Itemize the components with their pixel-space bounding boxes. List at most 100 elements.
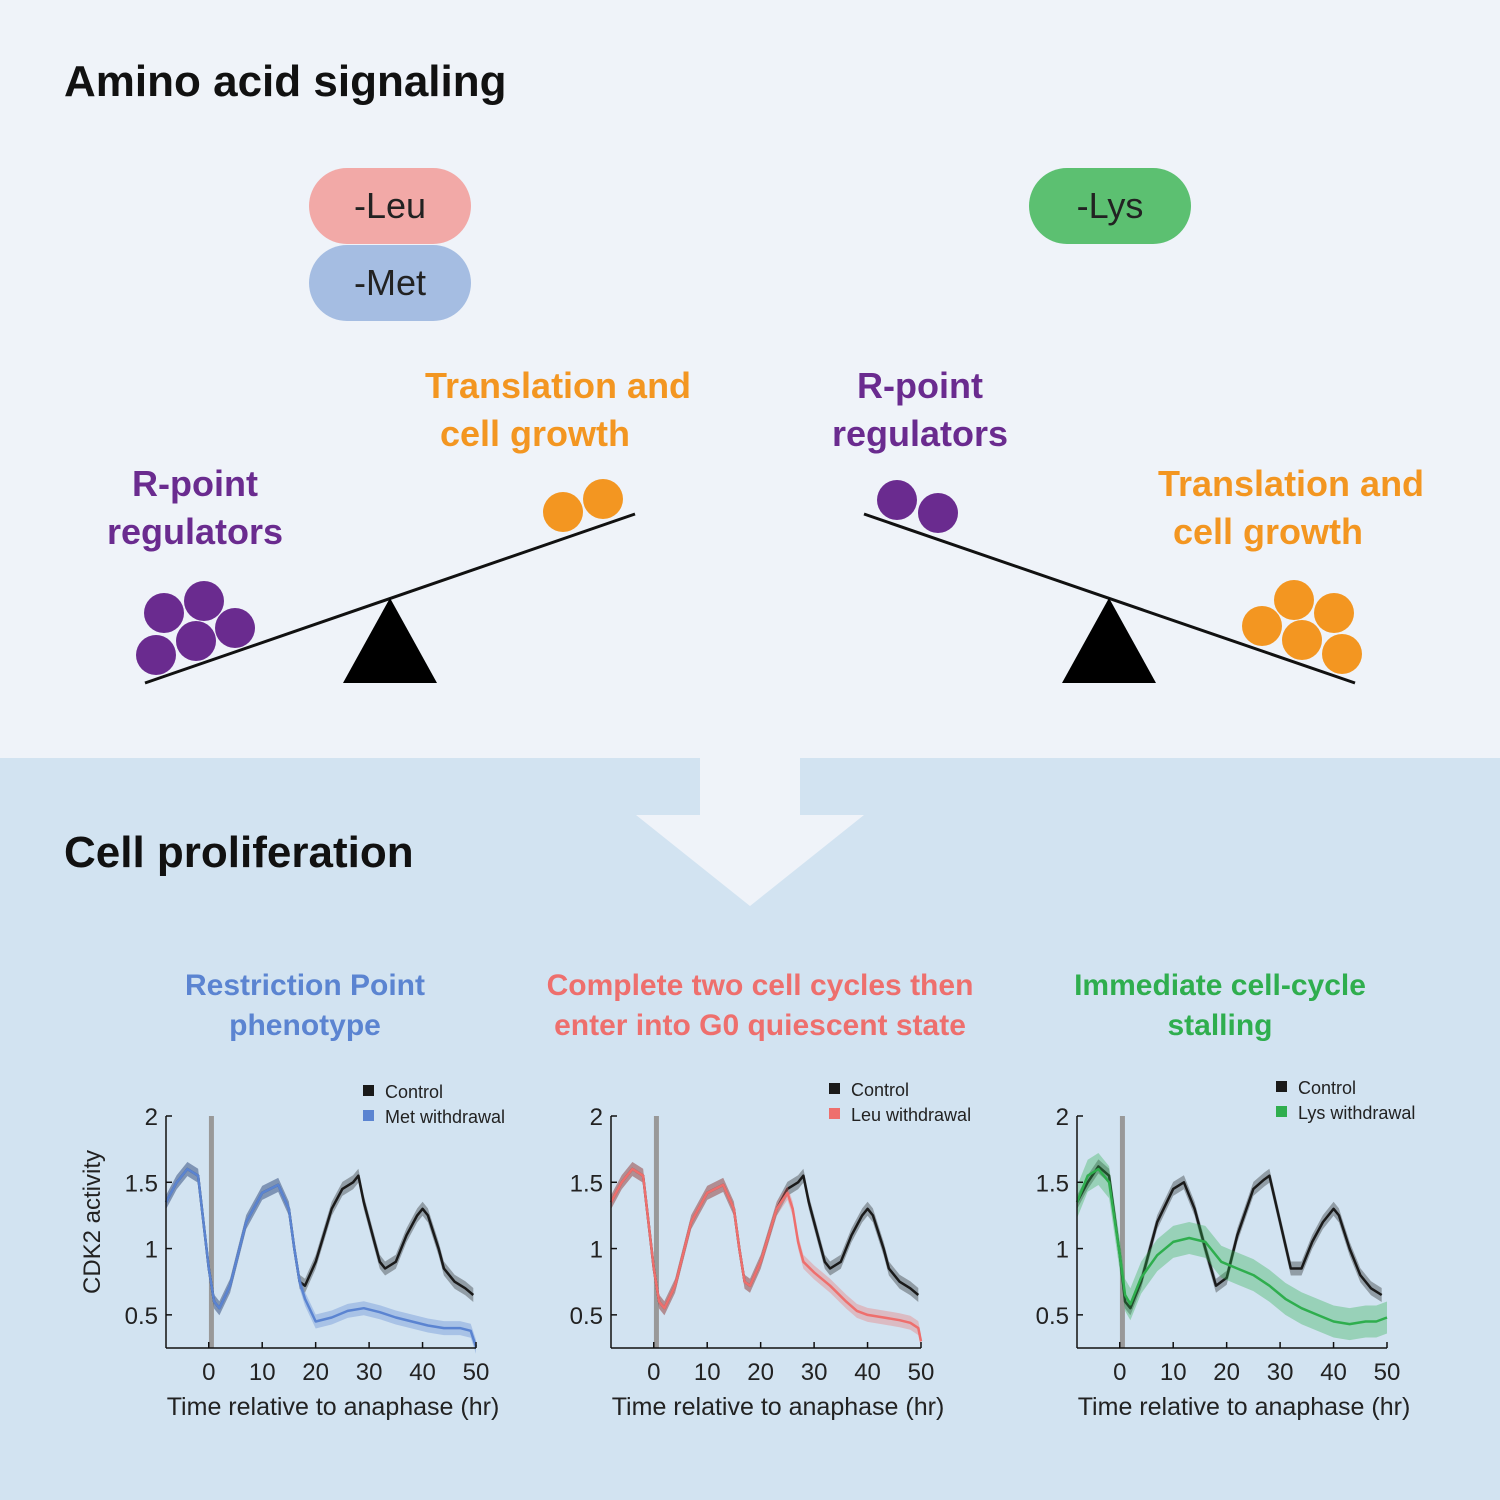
x-tick-label: 50 [908,1359,935,1386]
legend-label: Control [385,1082,443,1102]
y-tick-label: 2 [1056,1104,1069,1131]
y-tick-label: 1 [1056,1237,1069,1264]
x-tick-label: 20 [747,1359,774,1386]
x-tick-label: 40 [409,1359,436,1386]
y-tick-label: 2 [145,1104,158,1131]
legend-label: Control [1298,1078,1356,1098]
right-beam [863,512,1356,685]
y-axis-label: CDK2 activity [79,1150,106,1294]
legend-label: Lys withdrawal [1298,1103,1415,1123]
panel1-title-line2: phenotype [229,1009,381,1042]
purple-ball [176,621,216,661]
leu-pill: -Leu [309,168,471,244]
left-fulcrum [343,598,437,683]
x-tick-label: 10 [1160,1359,1187,1386]
series-band [166,1162,474,1316]
legend-swatch [363,1110,374,1121]
y-tick-label: 1 [145,1237,158,1264]
left-orange-balls [543,479,623,532]
panel3-title-line2: stalling [1167,1009,1273,1042]
y-tick-label: 1.5 [125,1170,158,1197]
right-translation-line2: cell growth [1173,511,1364,552]
panel1-title-line1: Restriction Point [184,969,425,1002]
series-line [164,1167,478,1348]
section-title-amino-acid: Amino acid signaling [64,57,507,106]
left-translation-label: Translation and cell growth [410,362,740,458]
x-axis-label: Time relative to anaphase (hr) [1078,1393,1411,1421]
purple-ball [144,593,184,633]
right-orange-balls [1242,580,1362,674]
x-axis-label: Time relative to anaphase (hr) [612,1393,945,1421]
down-arrow [636,758,864,906]
right-translation-line1: Translation and [1158,463,1425,504]
purple-ball [136,635,176,675]
legend-label: Met withdrawal [385,1107,505,1127]
series-line [609,1167,923,1342]
legend-swatch [1276,1081,1287,1092]
legend-swatch [829,1083,840,1094]
series-band [1077,1153,1387,1341]
purple-ball [877,480,917,520]
right-rpoint-line1: R-point [857,365,983,406]
legend-label: Leu withdrawal [851,1105,971,1125]
orange-ball [1242,606,1282,646]
orange-ball [583,479,623,519]
left-rpoint-label: R-point regulators [80,460,310,556]
right-translation-label: Translation and cell growth [1150,460,1470,556]
y-tick-label: 1 [590,1237,603,1264]
left-purple-balls [136,581,255,675]
legend-swatch [829,1108,840,1119]
right-rpoint-label: R-point regulators [805,362,1035,458]
x-tick-label: 10 [694,1359,721,1386]
panel2-title: Complete two cell cycles then enter into… [505,966,1015,1046]
panel1-title: Restriction Point phenotype [105,966,505,1046]
x-tick-label: 30 [1267,1359,1294,1386]
x-tick-label: 0 [202,1359,215,1386]
orange-ball [1274,580,1314,620]
left-rpoint-line1: R-point [132,463,258,504]
panel2-title-line1: Complete two cell cycles then [546,969,974,1002]
section-title-cell-proliferation: Cell proliferation [64,828,414,877]
left-translation-line1: Translation and [425,365,692,406]
x-tick-label: 30 [801,1359,828,1386]
right-purple-balls [877,480,958,533]
panel3-title: Immediate cell-cycle stalling [1015,966,1425,1046]
legend-label: Control [851,1080,909,1100]
y-tick-label: 0.5 [570,1303,603,1330]
lys-pill: -Lys [1029,168,1191,244]
purple-ball [184,581,224,621]
legend-swatch [363,1085,374,1096]
left-translation-line2: cell growth [440,413,631,454]
x-tick-label: 0 [1113,1359,1126,1386]
x-tick-label: 30 [356,1359,383,1386]
y-tick-label: 1.5 [1036,1170,1069,1197]
x-tick-label: 0 [647,1359,660,1386]
purple-ball [918,493,958,533]
orange-ball [1322,634,1362,674]
series-band [166,1162,476,1354]
y-tick-label: 1.5 [570,1170,603,1197]
x-tick-label: 50 [1374,1359,1401,1386]
legend-swatch [1276,1106,1287,1117]
x-tick-label: 20 [1213,1359,1240,1386]
x-tick-label: 50 [463,1359,490,1386]
y-tick-label: 2 [590,1104,603,1131]
purple-ball [215,608,255,648]
x-axis-label: Time relative to anaphase (hr) [167,1393,500,1421]
panel3-title-line1: Immediate cell-cycle [1074,969,1366,1002]
right-fulcrum [1062,598,1156,683]
left-rpoint-line2: regulators [106,511,284,552]
x-tick-label: 40 [1320,1359,1347,1386]
y-tick-label: 0.5 [1036,1303,1069,1330]
panel2-title-line2: enter into G0 quiescent state [554,1009,966,1042]
met-pill: -Met [309,245,471,321]
orange-ball [1314,593,1354,633]
series-band [611,1162,921,1349]
x-tick-label: 40 [854,1359,881,1386]
orange-ball [543,492,583,532]
y-tick-label: 0.5 [125,1303,158,1330]
